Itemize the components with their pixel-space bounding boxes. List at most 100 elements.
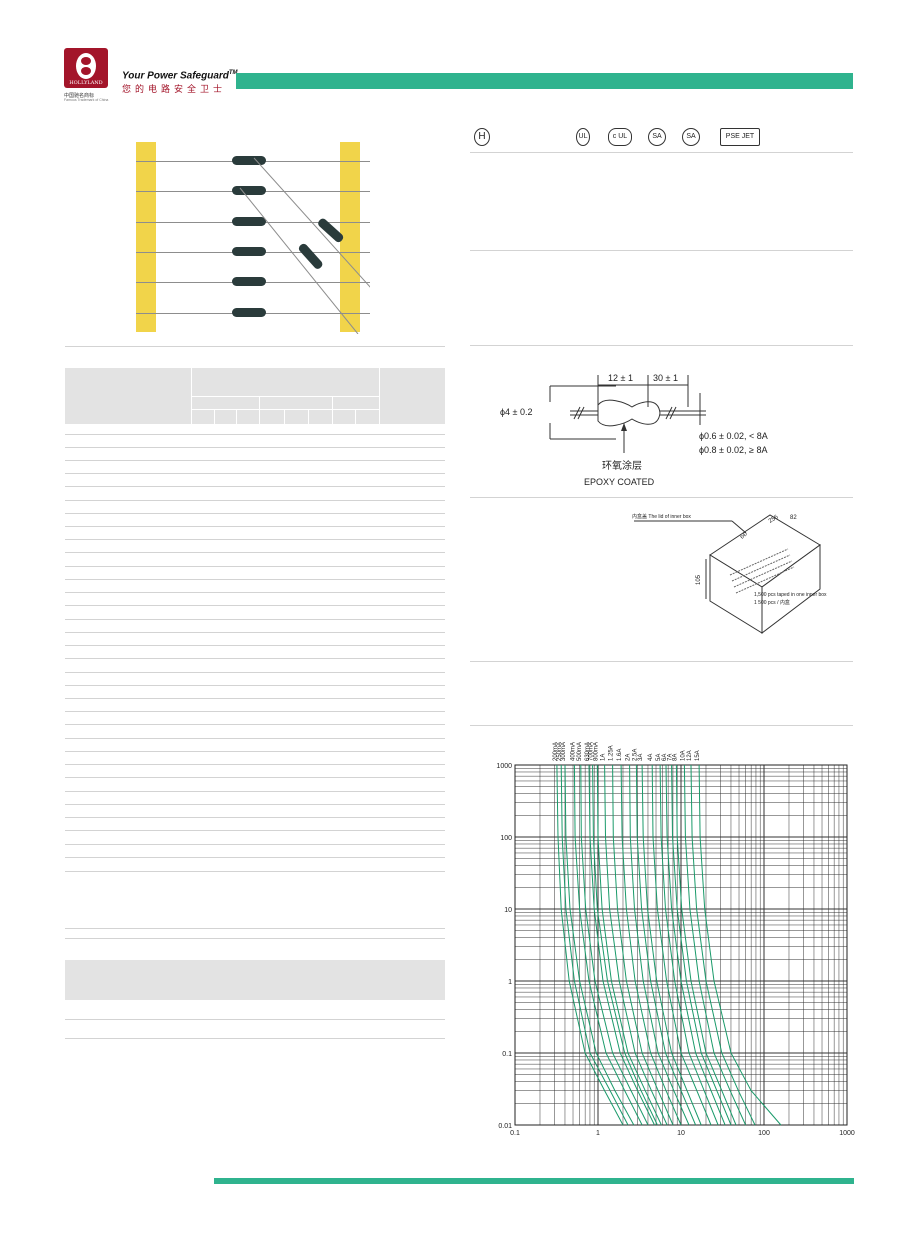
box-length-label: 256 <box>768 514 780 525</box>
series-label: 12A <box>687 750 693 761</box>
logo-caption-en: Famous Trademark of China <box>64 98 109 102</box>
series-line-800mA <box>596 764 662 1126</box>
series-line-5A <box>659 764 719 1126</box>
body-length-label: 12 ± 1 <box>608 373 633 383</box>
series-label: 500mA <box>577 742 583 761</box>
series-label: 8A <box>672 754 678 761</box>
product-photo <box>136 140 370 334</box>
fuse-component <box>232 217 266 226</box>
logo-caption-cn: 中国驰名商标 <box>64 93 95 99</box>
tagline-cn: 您的电路安全卫士 <box>122 84 227 94</box>
series-label: 200mA <box>553 742 559 761</box>
fuse-component <box>232 277 266 286</box>
packaging-drawing: 内盒盖 The lid of inner box 256 82 105 ĐĐ 1… <box>632 513 827 635</box>
series-label: 2.5A <box>632 749 638 761</box>
dimension-drawing: ϕ4 ± 0.2 12 ± 1 30 ± 1 ϕ0.6 ± 0.02, < 8A… <box>500 373 768 487</box>
series-label: 1.6A <box>617 749 623 761</box>
footer-accent-bar <box>214 1178 854 1184</box>
series-line-4A <box>651 764 712 1126</box>
series-line-7A <box>671 764 732 1126</box>
lead-small-label: ϕ0.6 ± 0.02, < 8A <box>699 431 768 441</box>
x-tick-label: 1000 <box>839 1130 855 1137</box>
pse-jet-icon: PSE JET <box>720 128 760 146</box>
series-label: 1A <box>601 754 607 761</box>
y-tick-label: 100 <box>500 835 512 842</box>
series-line-2.5A <box>635 764 697 1126</box>
coating-en-label: EPOXY COATED <box>584 477 655 487</box>
tape-dimension-label: ĐĐ <box>739 531 749 540</box>
diameter-label: ϕ4 ± 0.2 <box>500 407 533 417</box>
series-line-250mA <box>560 764 629 1126</box>
series-line-15A <box>698 764 782 1126</box>
series-line-1.25A <box>612 764 674 1126</box>
series-line-1A <box>604 764 668 1126</box>
ul-icon: UL <box>576 128 590 146</box>
spec-table-body <box>65 424 445 944</box>
series-label: 300mA <box>561 742 567 761</box>
tape-strip-right <box>340 142 360 332</box>
series-label: 3A <box>638 754 644 761</box>
csa-us-icon: SA <box>682 128 700 146</box>
series-line-300mA <box>564 764 635 1126</box>
series-line-1.6A <box>620 764 682 1126</box>
h-mark-icon: H <box>474 128 490 146</box>
lead-large-label: ϕ0.8 ± 0.02, ≥ 8A <box>699 445 767 455</box>
lead-length-label: 30 ± 1 <box>653 373 678 383</box>
coating-cn-label: 环氧涂层 <box>602 459 642 472</box>
series-line-12A <box>690 764 756 1126</box>
tagline-text: Your Power Safeguard <box>122 70 229 82</box>
series-line-8A <box>675 764 737 1126</box>
y-tick-label: 1 <box>508 979 512 986</box>
series-label: 250mA <box>557 742 563 761</box>
cul-icon: c UL <box>608 128 632 146</box>
series-label: 7A <box>668 754 674 761</box>
series-label: 800mA <box>593 742 599 761</box>
csa-icon: SA <box>648 128 666 146</box>
box-height-label: 105 <box>696 574 702 585</box>
series-label: 700mA <box>589 742 595 761</box>
series-label: 400mA <box>570 742 576 761</box>
header-accent-bar <box>236 73 853 89</box>
logo-text: HOLLYLAND <box>69 80 103 86</box>
series-line-500mA <box>580 764 649 1126</box>
y-tick-label: 10 <box>504 907 512 914</box>
series-line-400mA <box>573 764 643 1126</box>
series-line-630mA <box>588 764 655 1126</box>
y-tick-label: 1000 <box>496 763 512 770</box>
inner-box-lid-label: 内盒盖 The lid of inner box <box>632 513 691 520</box>
series-label: 10A <box>680 750 686 761</box>
x-tick-label: 0.1 <box>510 1130 520 1137</box>
series-line-700mA <box>592 764 658 1126</box>
secondary-table-header <box>65 960 445 1000</box>
fuse-component <box>232 308 266 317</box>
series-line-3A <box>641 764 702 1126</box>
x-tick-label: 100 <box>758 1130 770 1137</box>
series-label: 630mA <box>585 742 591 761</box>
tagline: Your Power SafeguardTM <box>122 70 238 81</box>
series-label: 5A <box>656 754 662 761</box>
series-label: 1.25A <box>609 745 615 761</box>
y-tick-label: 0.1 <box>502 1051 512 1058</box>
trademark-mark: TM <box>228 70 238 76</box>
series-line-10A <box>683 764 747 1126</box>
qty-cn-label: 1 500 pcs / 内盒 <box>754 599 790 606</box>
series-label: 2A <box>626 754 632 761</box>
brand-logo: HOLLYLAND <box>64 48 108 88</box>
series-label: 15A <box>695 750 701 761</box>
x-tick-label: 1 <box>596 1130 600 1137</box>
series-line-200mA <box>556 764 624 1126</box>
tape-strip-left <box>136 142 156 332</box>
x-tick-label: 10 <box>677 1130 685 1137</box>
fuse-component <box>232 156 266 165</box>
series-line-6A <box>665 764 726 1126</box>
y-tick-label: 0.01 <box>498 1123 512 1130</box>
fuse-component <box>232 186 266 195</box>
spec-table-header <box>65 368 445 424</box>
qty-en-label: 1,500 pcs taped in one inner box <box>754 592 827 598</box>
fuse-component <box>232 247 266 256</box>
series-label: 6A <box>662 754 668 761</box>
box-width-label: 82 <box>790 515 797 521</box>
series-label: 4A <box>648 754 654 761</box>
series-line-2A <box>629 764 690 1126</box>
